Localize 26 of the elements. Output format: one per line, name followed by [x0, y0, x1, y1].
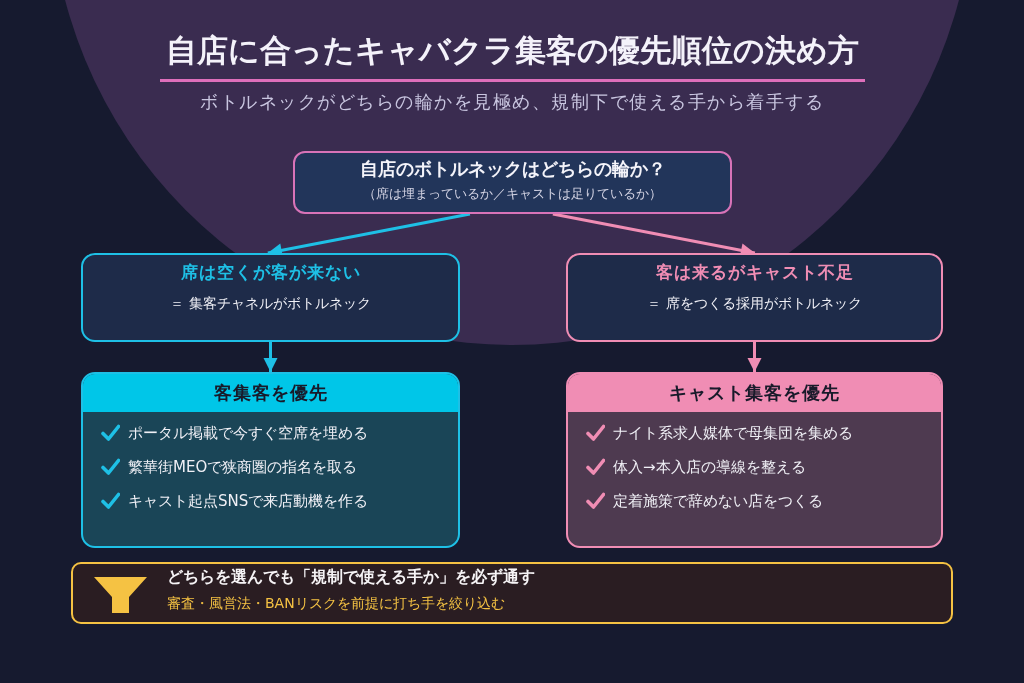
priority-card	[81, 372, 460, 548]
action-text: 繁華街MEOで狭商圏の指名を取る	[128, 456, 358, 477]
subtitle: ボトルネックがどちらの輪かを見極め、規制下で使える手から着手する	[199, 90, 825, 114]
rule-text: 審査・風営法・BANリスクを前提に打ち手を絞り込む	[167, 594, 506, 613]
diagnosis-box	[81, 253, 460, 342]
priority-header: キャスト集客を優先	[568, 374, 941, 412]
rule-heading: どちらを選んでも「規制で使える手か」を必ず通す	[167, 566, 535, 588]
question-text: 自店のボトルネックはどちらの輪か？	[359, 157, 666, 181]
diagnosis-box	[566, 253, 943, 342]
page-title: 自店に合ったキャバクラ集客の優先順位の決め方	[164, 31, 860, 70]
priority-card	[566, 372, 943, 548]
arrow	[747, 342, 762, 372]
rule-banner	[71, 562, 953, 624]
diagnosis-text: ＝ 席をつくる採用がボトルネック	[647, 294, 862, 313]
question-box	[293, 151, 732, 214]
priority-header: 客集客を優先	[83, 374, 458, 412]
action-text: キャスト起点SNSで来店動機を作る	[128, 490, 369, 511]
action-text: ナイト系求人媒体で母集団を集める	[613, 422, 853, 443]
action-text: ポータル掲載で今すぐ空席を埋める	[128, 422, 368, 443]
diagnosis-heading: 客は来るがキャスト不足	[655, 261, 854, 283]
diagnosis-text: ＝ 集客チャネルがボトルネック	[170, 294, 371, 313]
diagnosis-heading: 席は空くが客が来ない	[180, 261, 361, 283]
arrow	[263, 342, 278, 372]
action-text: 定着施策で辞めない店をつくる	[613, 490, 823, 511]
action-text: 体入→本入店の導線を整える	[613, 456, 806, 477]
question-note: （席は埋まっているか／キャストは足りているか）	[363, 185, 662, 203]
